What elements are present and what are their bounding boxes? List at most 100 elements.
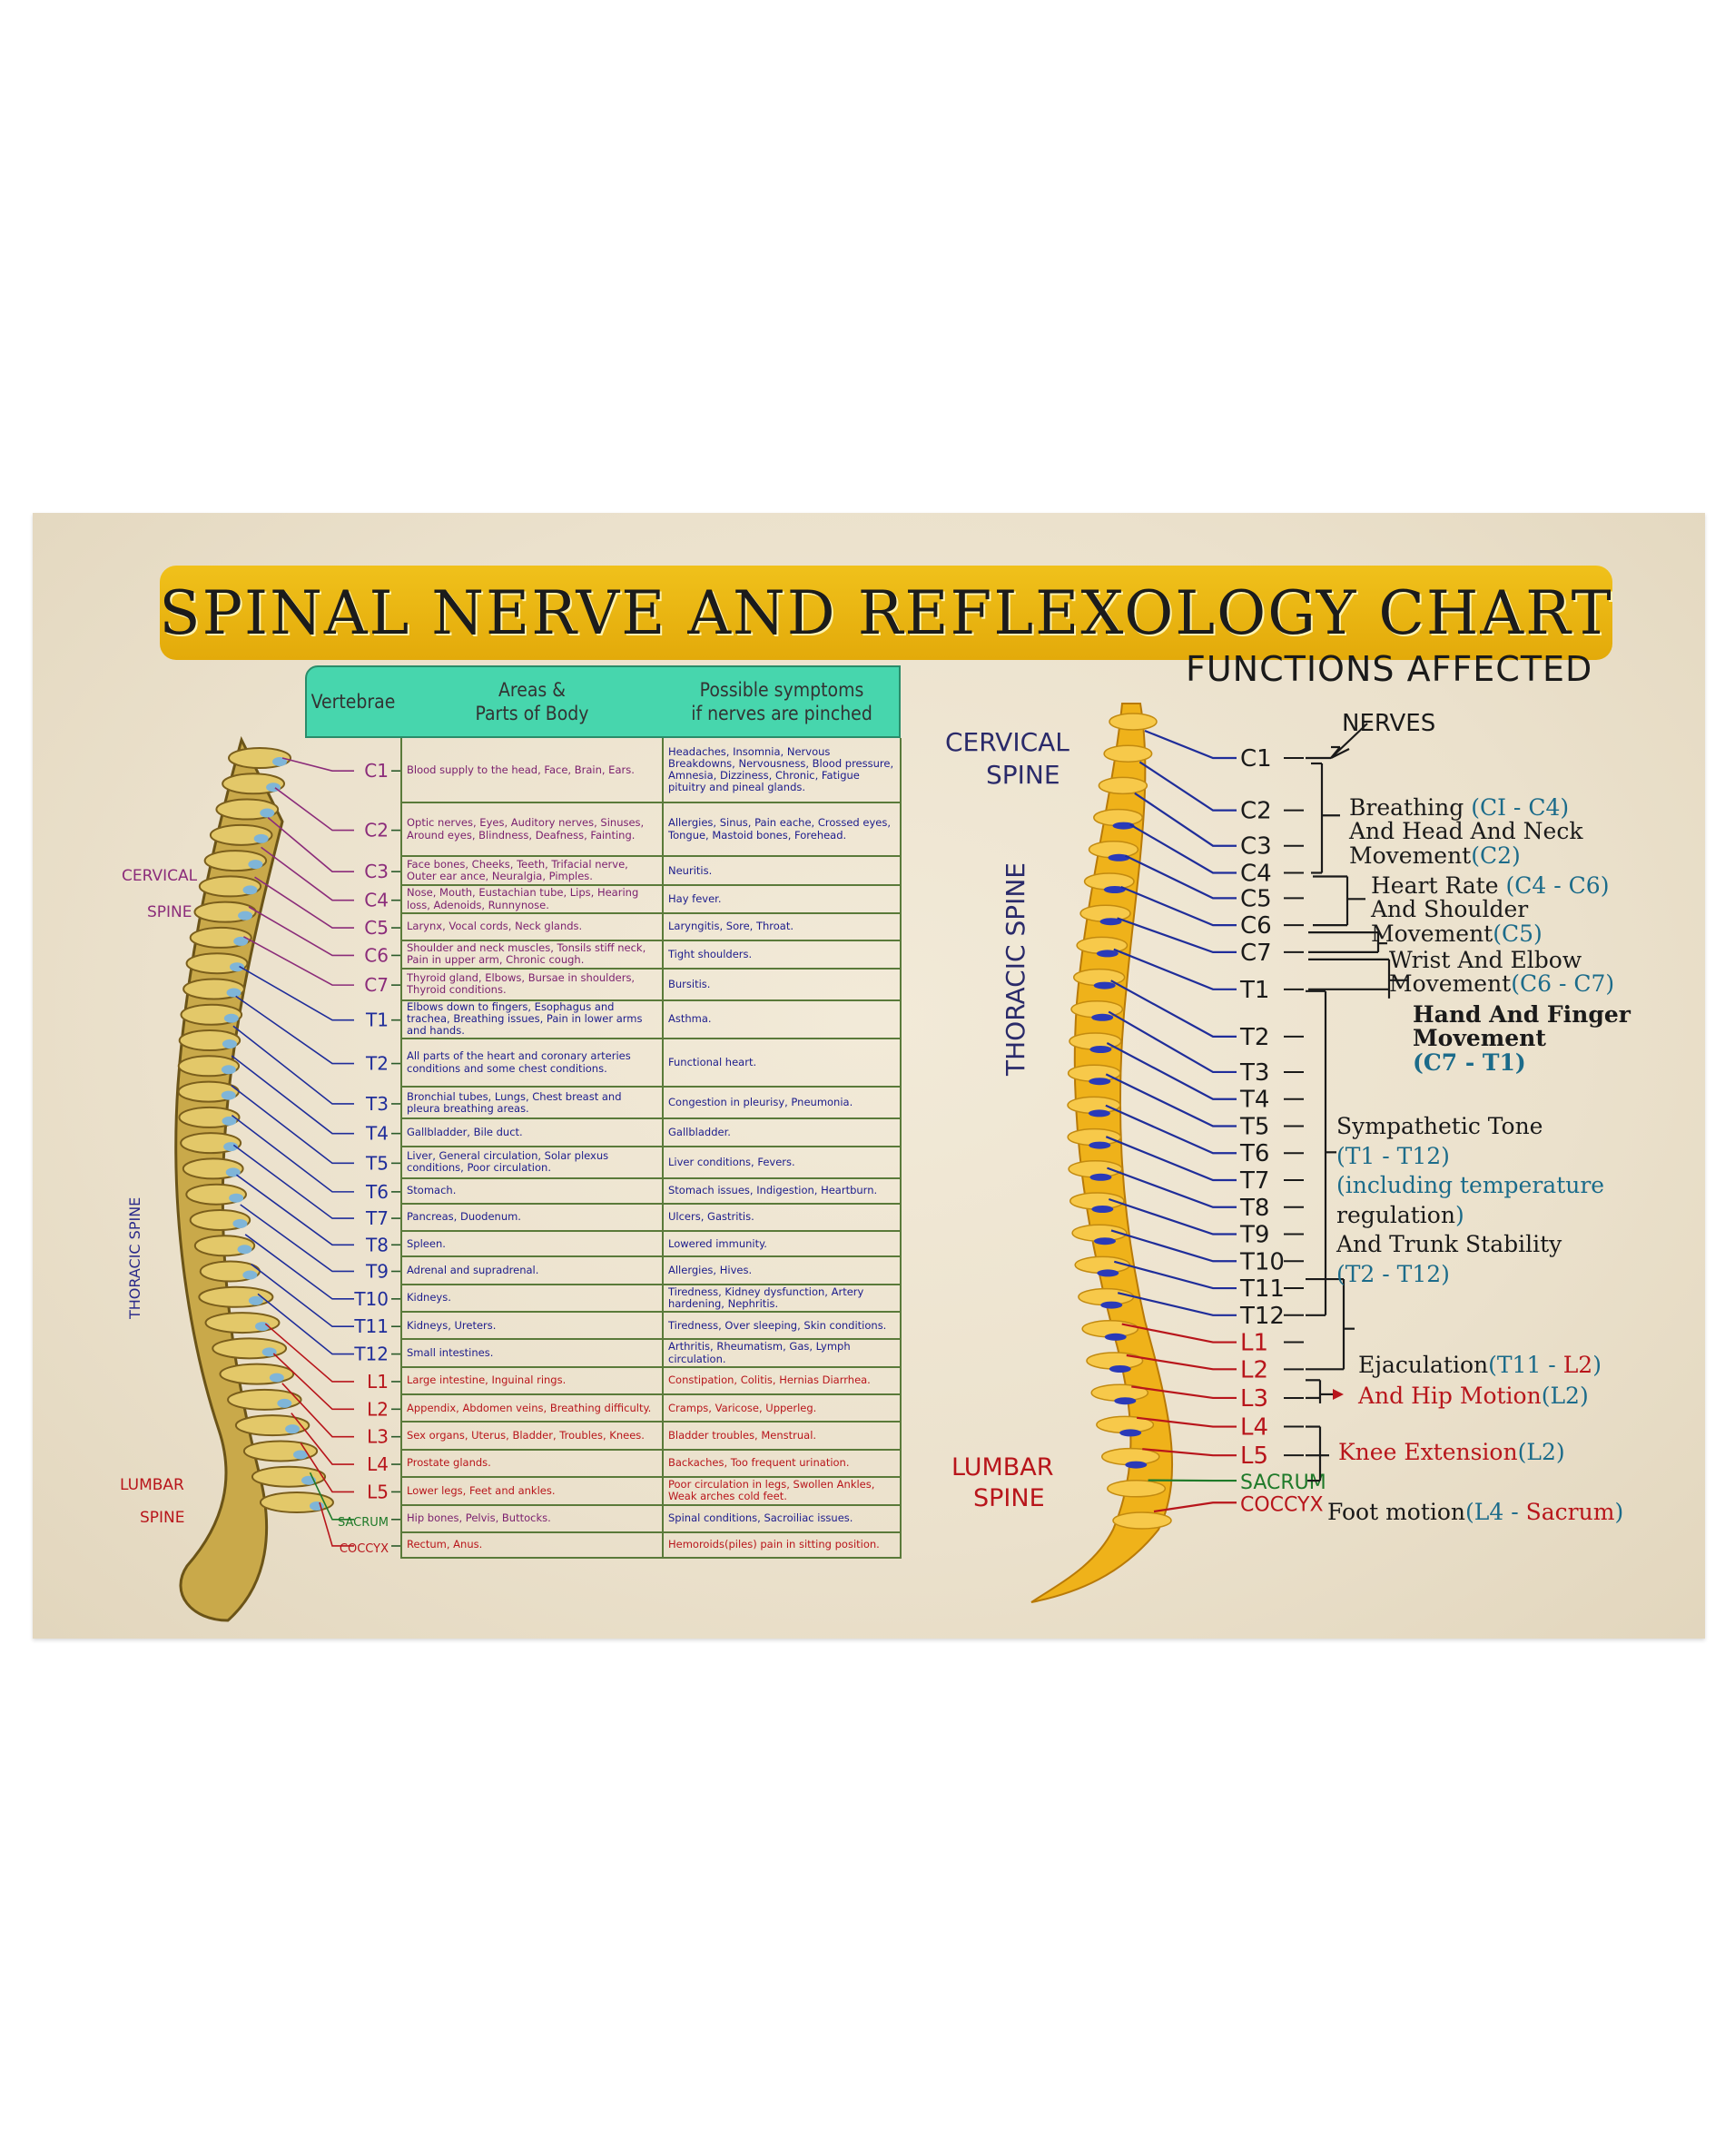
function-brackets xyxy=(1306,723,1407,1482)
right-leader-line xyxy=(1134,792,1237,847)
table-row: Hip bones, Pelvis, Buttocks.Spinal condi… xyxy=(401,1506,901,1533)
left-leader-line xyxy=(267,816,354,872)
left-cervical-label-2: SPINE xyxy=(147,903,192,921)
left-vertebra-label: T2 xyxy=(365,1053,389,1075)
left-leader-line xyxy=(239,965,354,1021)
right-disc xyxy=(1103,886,1126,893)
right-disc xyxy=(1089,1173,1112,1181)
left-disc xyxy=(269,1373,284,1383)
left-leader-line xyxy=(281,1383,354,1438)
area-cell: Appendix, Abdomen veins, Breathing diffi… xyxy=(407,1401,652,1414)
table-row: Large intestine, Inguinal rings.Constipa… xyxy=(401,1368,901,1396)
left-leader-line xyxy=(300,1442,354,1493)
bracket-line xyxy=(1330,723,1368,759)
right-vertebra-label: COCCYX xyxy=(1240,1493,1324,1516)
table-row: Lower legs, Feet and ankles.Poor circula… xyxy=(401,1478,901,1506)
area-cell: Bronchial tubes, Lungs, Chest breast and… xyxy=(407,1089,622,1115)
knee-arrow xyxy=(1333,1388,1344,1400)
right-vertebra-label: SACRUM xyxy=(1240,1472,1326,1494)
symptom-cell: Backaches, Too frequent urination. xyxy=(668,1456,850,1470)
right-vertebra-label: C3 xyxy=(1240,833,1272,861)
left-disc xyxy=(248,860,263,870)
right-vertebra-labels: C1C2C3C4C5C6C7T1T2T3T4T5T6T7T8T9T10T11T1… xyxy=(1239,745,1326,1516)
area-cell: Sex organs, Uterus, Bladder, Troubles, K… xyxy=(407,1429,645,1442)
right-cervical-label-1: CERVICAL xyxy=(945,727,1070,757)
table-row: Kidneys. Tiredness, Kidney dysfunction, A… xyxy=(401,1285,901,1314)
left-disc xyxy=(221,1090,236,1100)
table-header: Vertebrae Areas & Parts of Body Possible… xyxy=(305,665,901,738)
right-vertebra-label: T6 xyxy=(1239,1140,1269,1167)
right-disc xyxy=(1099,918,1122,926)
left-disc xyxy=(293,1450,309,1460)
right-vertebra-label: L5 xyxy=(1240,1442,1268,1470)
header-symptoms: Possible symptoms if nerves are pinched xyxy=(663,665,901,738)
symptom-cell: Bursitis. xyxy=(668,977,711,990)
left-disc xyxy=(272,757,287,766)
right-leader-line xyxy=(1108,1197,1237,1236)
symptom-cell: Bladder troubles, Menstrual. xyxy=(668,1429,817,1442)
area-cell: Blood supply to the head, Face, Brain, E… xyxy=(407,763,635,776)
right-disc xyxy=(1114,1397,1137,1405)
right-leader-line xyxy=(1117,917,1237,953)
right-vertebra-label: L1 xyxy=(1240,1330,1268,1357)
symptom-cell: Asthma. xyxy=(668,1012,712,1026)
left-leader-line xyxy=(264,1323,354,1383)
function-sympathetic: Sympathetic Tone (T1 - T12) (including t… xyxy=(1336,1113,1605,1287)
right-leader-line xyxy=(1106,1042,1237,1100)
right-leader-line xyxy=(1110,1229,1237,1263)
left-vertebra-label: L4 xyxy=(367,1453,389,1475)
right-disc xyxy=(1097,1269,1119,1277)
left-leader-line xyxy=(232,1025,354,1105)
area-cell: Small intestines. xyxy=(407,1345,494,1359)
left-lumbar-label-2: SPINE xyxy=(140,1509,185,1527)
right-disc xyxy=(1091,1206,1114,1213)
left-vertebra-label: T5 xyxy=(365,1152,389,1174)
symptom-cell: Poor circulation in legs, Swollen Ankles… xyxy=(668,1478,875,1503)
left-leader-line xyxy=(231,1055,354,1135)
symptom-cell: Tiredness, Kidney dysfunction, Artery ha… xyxy=(668,1285,864,1310)
right-vertebra-label: T12 xyxy=(1239,1303,1285,1330)
left-disc xyxy=(226,988,242,998)
right-disc xyxy=(1091,1013,1114,1021)
left-vertebra-label: L3 xyxy=(367,1426,389,1448)
area-cell: Stomach. xyxy=(407,1184,457,1197)
area-cell: Thyroid gland, Elbows, Bursae in shoulde… xyxy=(407,970,636,997)
left-leader-line xyxy=(235,1174,354,1246)
right-vertebra-bone xyxy=(1098,776,1148,795)
right-vertebra-bone xyxy=(1103,744,1153,763)
left-thoracic-label: THORACIC SPINE xyxy=(126,1197,143,1320)
table-row: Gallbladder, Bile duct.Gallbladder. xyxy=(401,1119,901,1147)
area-cell: Nose, Mouth, Eustachian tube, Lips, Hear… xyxy=(407,886,639,911)
area-cell: Elbows down to fingers, Esophagus and tr… xyxy=(407,1000,643,1038)
right-vertebra-bone xyxy=(1109,713,1158,731)
area-cell: Rectum, Anus. xyxy=(407,1538,483,1551)
right-vertebra-bone xyxy=(1107,1480,1167,1498)
header-areas-line1: Areas & xyxy=(498,678,566,701)
left-leader-line xyxy=(243,936,354,986)
title-banner: SPINAL NERVE AND REFLEXOLOGY CHART xyxy=(159,566,1612,660)
function-ejaculation: Ejaculation(T11 - L2) And Hip Motion(L2) xyxy=(1358,1352,1602,1409)
right-disc xyxy=(1112,822,1135,830)
right-leader-line xyxy=(1120,885,1237,927)
right-vertebra-label: C2 xyxy=(1240,798,1272,825)
symptom-cell: Arthritis, Rheumatism, Gas, Lymph circul… xyxy=(668,1340,851,1365)
table-row: Spleen.Lowered immunity. xyxy=(401,1232,901,1258)
symptom-cell: Lowered immunity. xyxy=(668,1236,767,1250)
left-vertebra-label: T4 xyxy=(365,1123,389,1145)
left-disc xyxy=(238,911,253,920)
left-vertebra-label: C5 xyxy=(364,917,389,939)
left-vertebra-label: COCCYX xyxy=(340,1542,389,1556)
table-row: Thyroid gland, Elbows, Bursae in shoulde… xyxy=(401,970,901,1001)
symptom-cell: Headaches, Insomnia, Nervous Breakdowns,… xyxy=(668,744,894,794)
right-leader-line xyxy=(1107,1167,1237,1208)
area-cell: Kidneys. xyxy=(407,1291,451,1304)
right-leader-line xyxy=(1144,729,1237,760)
symptom-cell: Liver conditions, Fevers. xyxy=(668,1155,795,1168)
left-leader-line xyxy=(291,1413,354,1465)
left-vertebra-label: C4 xyxy=(364,890,389,911)
left-disc xyxy=(285,1424,301,1434)
left-leader-line xyxy=(281,757,354,773)
table-row: Sex organs, Uterus, Bladder, Troubles, K… xyxy=(401,1423,901,1451)
left-disc xyxy=(232,1218,248,1228)
